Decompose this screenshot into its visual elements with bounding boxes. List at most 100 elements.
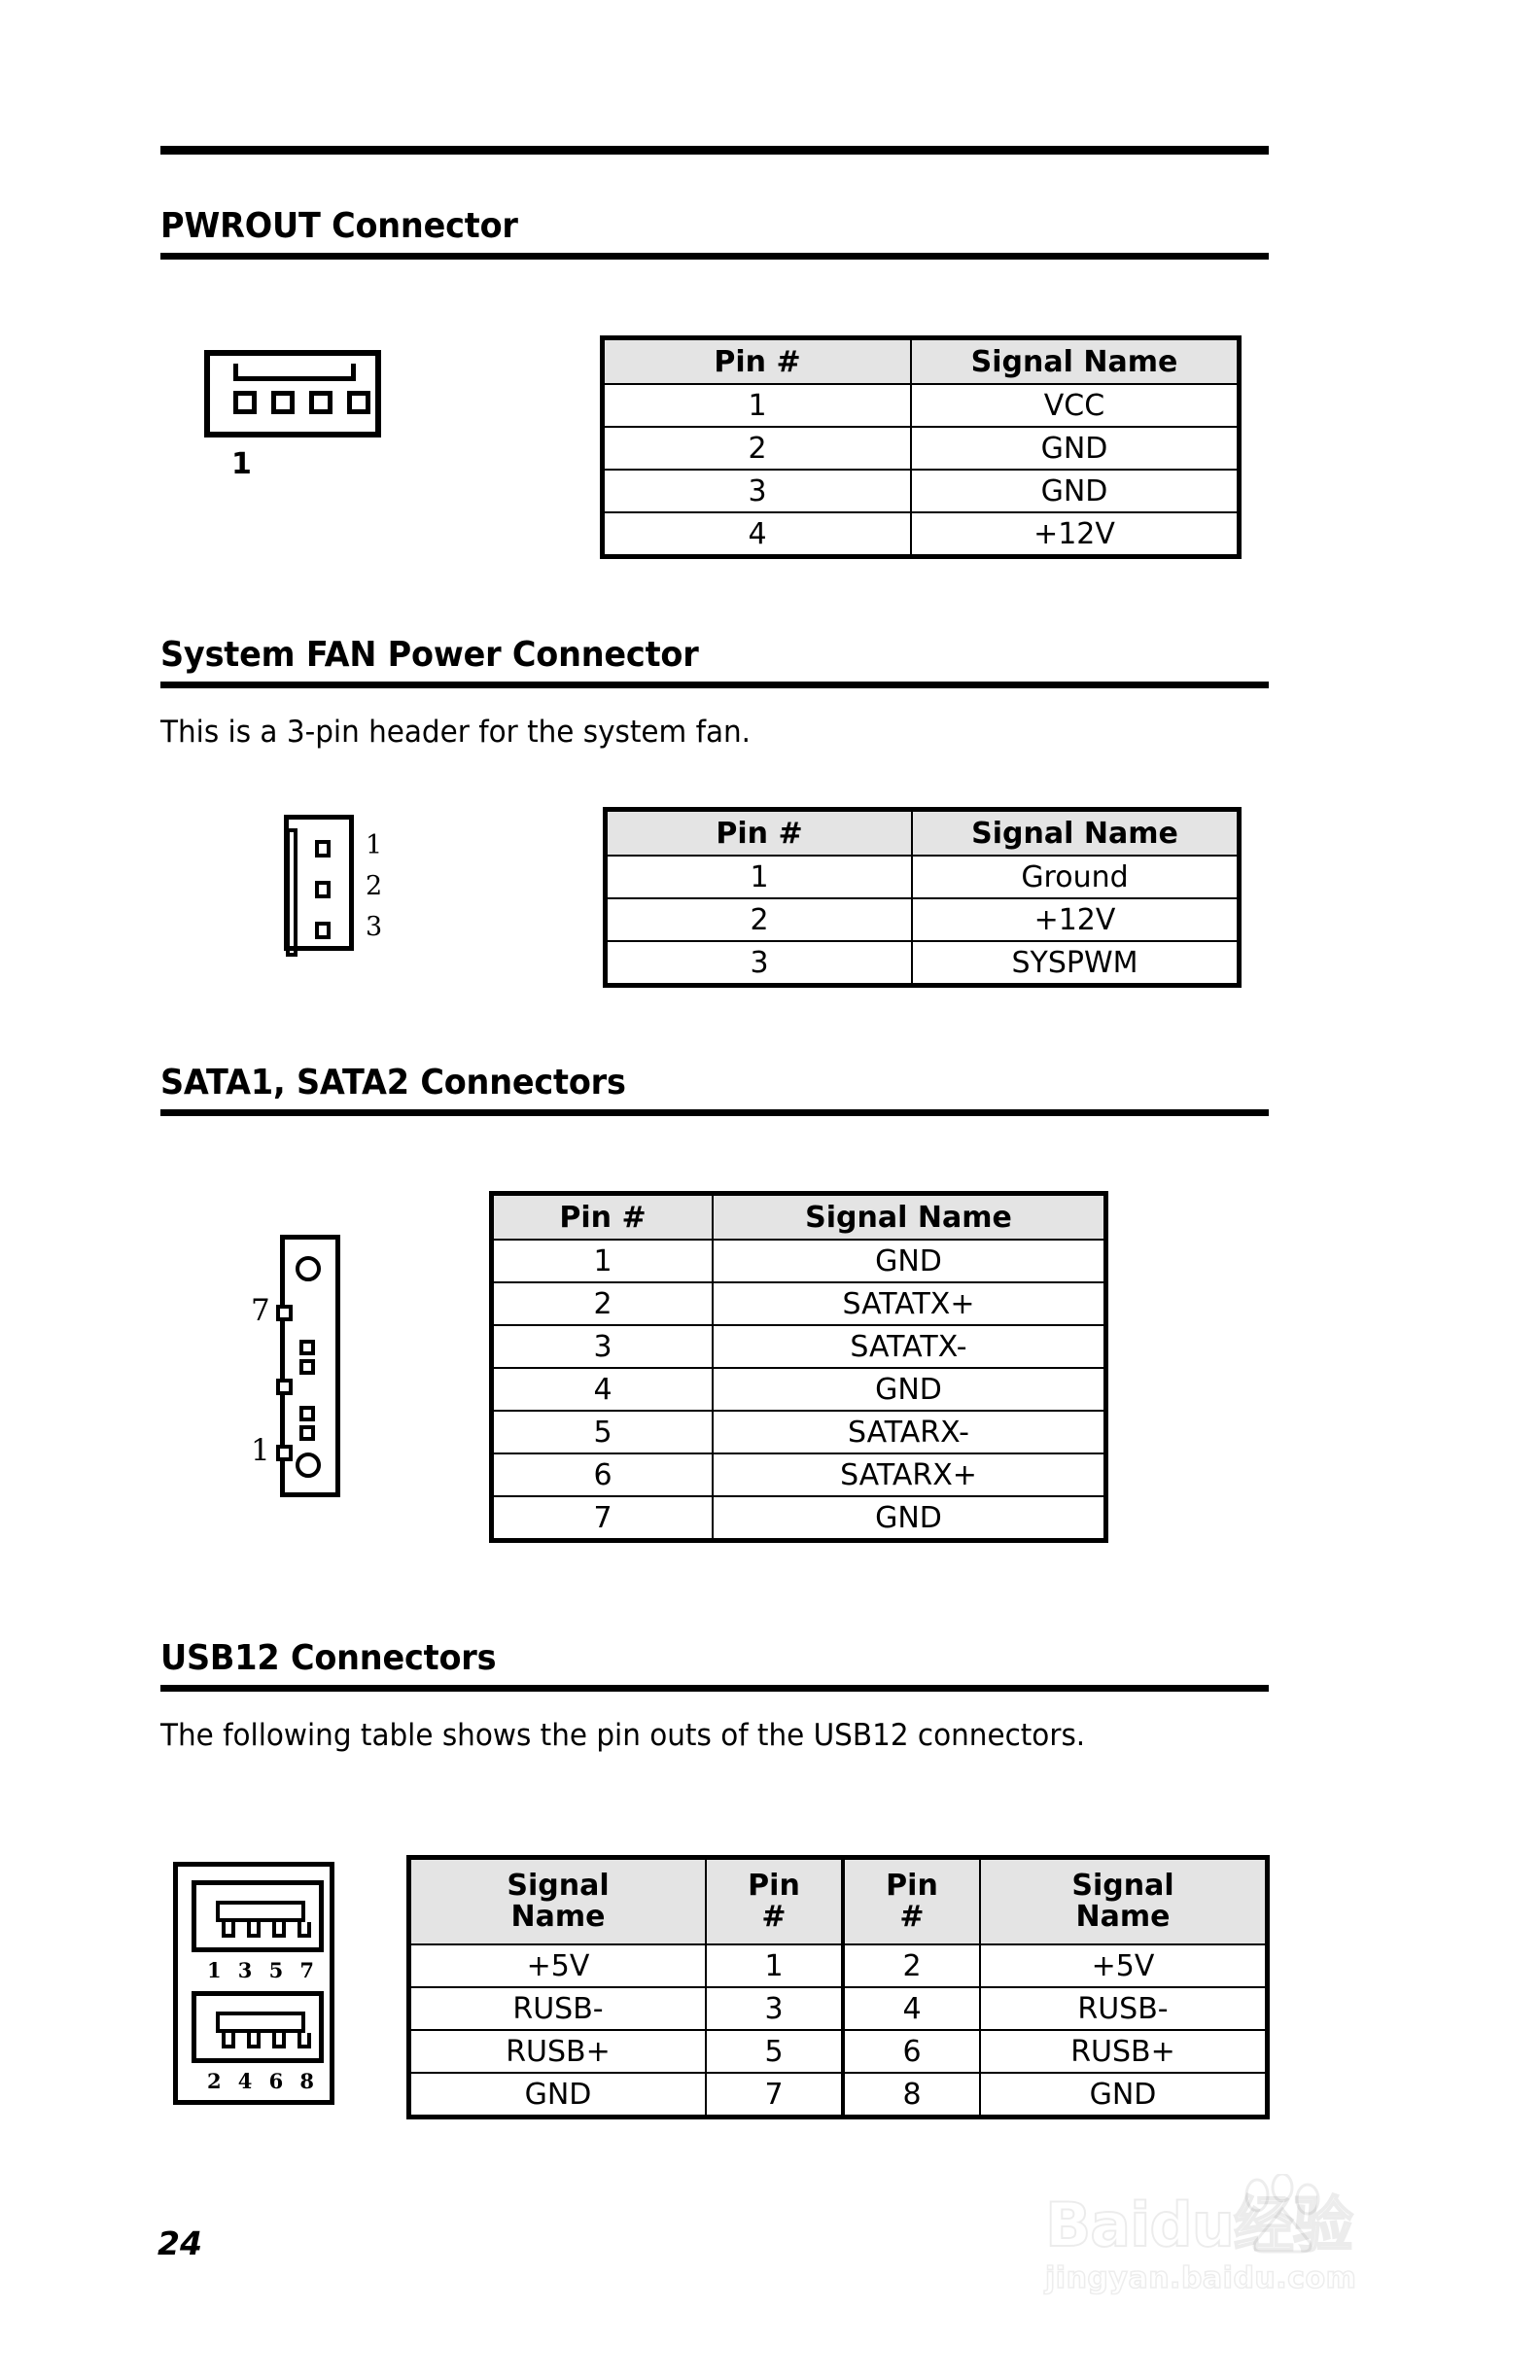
cell-pin-right: 6 [841,2029,981,2074]
cell-signal: Ground [911,855,1241,899]
cell-pin: 1 [490,1239,714,1283]
mounting-hole-bottom [296,1452,321,1478]
connector-keying-rail [286,828,298,957]
table-row: 1 Ground [604,855,1241,899]
table-row: 4 GND [490,1367,1107,1412]
cell-pin: 1 [604,855,913,899]
cell-pin-left: 1 [705,1943,845,1988]
table-row: 3 GND [601,469,1241,513]
pin-label-1: 1 [366,830,383,860]
pwrout-pin-table: Pin # Signal Name 1 VCC 2 GND 3 GND 4 +1… [600,335,1242,559]
table-header-row: Pin # Signal Name [601,336,1241,385]
section-heading-sata: SATA1, SATA2 Connectors [160,1065,1269,1116]
connector-pin-3 [315,922,331,939]
column-header-signal-right: Signal Name [979,1856,1269,1945]
column-header-pin: Pin # [604,808,913,857]
page-top-rule [160,146,1269,155]
mounting-hole-top [296,1256,321,1281]
cell-pin-left: 5 [705,2029,845,2074]
cell-signal: GND [712,1495,1107,1542]
section-paragraph-system-fan: This is a 3-pin header for the system fa… [160,715,752,750]
table-row: 7 GND [490,1495,1107,1542]
cell-pin: 1 [601,383,912,428]
pin-label-3: 3 [366,912,383,942]
column-header-signal: Signal Name [911,808,1241,857]
baidu-watermark: Baidu经验 jingyan.baidu.com [1044,2174,1453,2296]
column-header-signal: Signal Name [910,336,1241,385]
pin-label-1: 1 [207,1958,222,1982]
connector-pin-6 [299,1340,315,1355]
cell-pin: 2 [490,1281,714,1326]
pin-label-7: 7 [251,1293,270,1328]
cell-signal-left: RUSB+ [407,2029,707,2074]
column-header-signal: Signal Name [712,1192,1107,1241]
section-heading-system-fan: System FAN Power Connector [160,637,1269,688]
cell-signal: +12V [910,511,1241,558]
cell-signal: SYSPWM [911,940,1241,987]
usb-port-bottom [192,1991,324,2063]
table-row: 1 VCC [601,383,1241,428]
cell-signal: GND [910,469,1241,513]
cell-pin: 4 [490,1367,714,1412]
usb-bottom-pin-labels: 2 4 6 8 [207,2069,314,2093]
pin-label-6: 6 [268,2069,284,2093]
cell-signal: +12V [911,897,1241,942]
column-header-signal-left: Signal Name [407,1856,707,1945]
heading-underline [160,252,1269,260]
cell-signal: SATARX- [712,1410,1107,1454]
connector-bracket: 1 3 5 7 2 4 6 8 [173,1862,334,2105]
section-heading-usb12: USB12 Connectors [160,1640,1269,1692]
cell-pin: 2 [601,426,912,471]
table-row: 2 +12V [604,897,1241,942]
cell-pin: 2 [604,897,913,942]
pin-label-8: 8 [299,2069,314,2093]
section-paragraph-usb12: The following table shows the pin outs o… [160,1718,1086,1753]
connector-shell [204,350,381,438]
cell-signal: SATARX+ [712,1452,1107,1497]
usb-contact-2 [222,2033,235,2048]
heading-underline [160,1684,1269,1692]
usb-contact-3 [247,1922,261,1938]
cell-signal: GND [712,1367,1107,1412]
table-header-row: Pin # Signal Name [604,808,1241,857]
connector-pin-3 [309,391,332,414]
connector-pin-4 [347,391,370,414]
table-row: 4 +12V [601,511,1241,558]
cell-signal: VCC [910,383,1241,428]
page-title-sata: SATA1, SATA2 Connectors [160,1063,626,1102]
pwrout-connector-diagram: 1 [204,350,399,496]
section-heading-pwrout: PWROUT Connector [160,208,1269,260]
cell-pin-left: 7 [705,2072,845,2118]
table-row: 1 GND [490,1239,1107,1283]
connector-pin-4 [276,1379,293,1395]
pin-label-4: 4 [237,2069,253,2093]
column-header-pin-right: Pin # [841,1856,981,1945]
cell-signal-right: +5V [979,1943,1269,1988]
usb-contact-4 [247,2033,261,2048]
cell-pin: 3 [604,940,913,987]
table-row: 6 SATARX+ [490,1452,1107,1497]
usb-contact-6 [272,2033,286,2048]
connector-pin-7 [276,1305,293,1321]
table-row: 2 SATATX+ [490,1281,1107,1326]
page-title-system-fan: System FAN Power Connector [160,635,699,675]
column-header-pin: Pin # [490,1192,714,1241]
cell-pin: 3 [601,469,912,513]
table-row: 5 SATARX- [490,1410,1107,1454]
pin-label-7: 7 [299,1958,314,1982]
system-fan-connector-diagram: 1 2 3 [264,815,439,980]
cell-pin-left: 3 [705,1986,845,2031]
watermark-url: jingyan.baidu.com [1044,2260,1357,2296]
cell-signal-right: RUSB- [979,1986,1269,2031]
usb-contact-7 [298,1922,311,1938]
connector-pin-2 [271,391,295,414]
table-header-row: Signal Name Pin # Pin # Signal Name [407,1856,1269,1945]
cell-pin: 7 [490,1495,714,1542]
cell-signal: GND [712,1239,1107,1283]
column-header-pin-left: Pin # [705,1856,845,1945]
usb-contact-5 [272,1922,286,1938]
cell-signal: GND [910,426,1241,471]
page-number: 24 [158,2224,202,2262]
cell-signal-left: GND [407,2072,707,2118]
usb-tongue-bottom [216,2012,305,2033]
